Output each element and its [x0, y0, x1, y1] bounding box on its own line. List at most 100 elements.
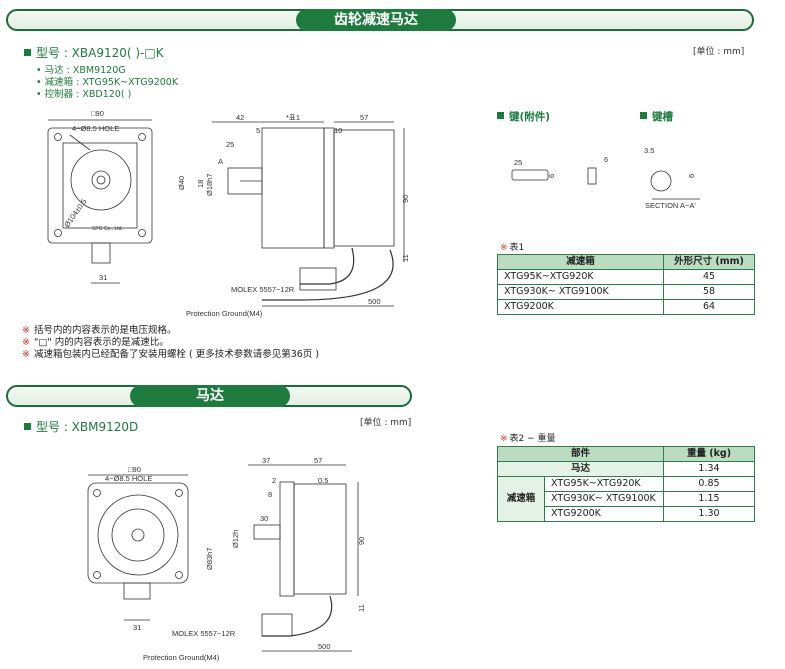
table2-header: 重量 (kg) [663, 446, 755, 462]
bullet-square [24, 49, 31, 56]
molex-connector [299, 267, 337, 291]
keyslot-dim-35: 3.5 [644, 146, 654, 155]
keyslot-circle [650, 170, 672, 192]
brand-label: SPG Co., Ltd. [92, 226, 123, 232]
dim-hole: 4−Ø8.5 HOLE [72, 124, 119, 133]
dim2-sq: □90 [128, 465, 141, 474]
bullet-square [24, 423, 31, 430]
dim-sq: □90 [91, 109, 104, 118]
keyslot-dim-6: 6 [687, 174, 696, 178]
pg2-label: Protection Ground(M4) [143, 653, 220, 662]
key-dim-6b: 6 [604, 155, 608, 164]
note-item: ※括号内的内容表示的是电压规格。 [22, 325, 177, 336]
front-circle [70, 149, 132, 211]
section-banner-gearmotor: 齿轮减速马达 [6, 9, 754, 31]
dim-18: 18 [196, 180, 205, 188]
motor-connector-bottom [123, 582, 151, 600]
dim2-83: Ø83h7 [205, 547, 214, 570]
dim-500: 500 [368, 297, 381, 306]
model-label: 型号 : XBA9120( )-□K [24, 44, 164, 61]
part-controller: • 控制器 : XBD120( ) [36, 89, 132, 100]
key-heading: 键(附件) [497, 109, 550, 124]
section-label: SECTION A−A' [645, 201, 696, 210]
molex-label: MOLEX 5557−12R [231, 285, 295, 294]
motor-side-shaft [253, 524, 281, 540]
front-shaft [91, 170, 111, 190]
dim2-05: 0.5 [318, 476, 328, 485]
section-title: 马达 [130, 385, 290, 407]
dim2-12: Ø12h [231, 530, 240, 548]
note-item: ※减速箱包装内已经配备了安装用螺栓 ( 更多技术参数请参见第36页 ) [22, 349, 320, 360]
front-body [62, 142, 138, 229]
motor-side-flange [279, 481, 295, 597]
mount-hole [175, 571, 183, 579]
dim2-90: 90 [357, 537, 366, 545]
notes-list: ※括号内的内容表示的是电压规格。 ※"□" 内的内容表示的是减速比。 ※减速箱包… [22, 325, 319, 361]
dim-40: Ø40 [177, 176, 186, 190]
dim-57: 57 [360, 113, 368, 122]
dim2-57: 57 [314, 456, 322, 465]
mount-hole [138, 133, 146, 141]
connector-bottom [91, 242, 111, 264]
dim2-37: 37 [262, 456, 270, 465]
pg-label: Protection Ground(M4) [186, 309, 263, 318]
section-title: 齿轮减速马达 [296, 9, 456, 31]
dim2-2: 2 [272, 476, 276, 485]
dim-shaft: Ø18h7 [205, 173, 214, 196]
table1-header: 外形尺寸 (mm) [663, 254, 755, 270]
dim-star: *표1 [286, 113, 300, 122]
key-dim-6a: 6 [547, 174, 556, 178]
note-item: ※"□" 内的内容表示的是减速比。 [22, 337, 169, 348]
mount-hole [138, 229, 146, 237]
motor-front-circle [97, 494, 179, 576]
table1-header: 减速箱 [497, 254, 664, 270]
motor-side-body [293, 483, 347, 595]
dim-pcd: Ø104±0.5 [62, 197, 88, 229]
table2-header: 部件 [497, 446, 664, 462]
cable [300, 247, 355, 285]
key-end [587, 167, 597, 185]
dim-10: 10 [334, 126, 342, 135]
side-motor-body [333, 129, 395, 247]
cable [262, 249, 394, 301]
table1-caption: ※表1 [500, 243, 525, 253]
dim-a: A [218, 157, 223, 166]
parts-list: • 马达 : XBM9120G • 减速箱 : XTG95K~XTG9200K … [36, 65, 178, 101]
dim2-11: 11 [357, 604, 366, 612]
table-row: 马达 1.34 [497, 461, 755, 477]
part-gearbox: • 减速箱 : XTG95K~XTG9200K [36, 77, 179, 88]
unit-label: [单位 : mm] [693, 47, 745, 57]
mount-hole [175, 489, 183, 497]
dim2-500: 500 [318, 642, 331, 651]
side-shaft [227, 167, 263, 195]
motor-cable [262, 595, 333, 637]
front-flange [47, 127, 153, 244]
motor-front-shaft [131, 528, 145, 542]
dim-42: 42 [236, 113, 244, 122]
dim2-30: 30 [260, 514, 268, 523]
mount-hole [54, 229, 62, 237]
dim2-31: 31 [133, 623, 141, 632]
dim-11: 11 [401, 254, 410, 262]
mount-hole [93, 489, 101, 497]
table2-caption: ※表2 − 重量 [500, 434, 556, 444]
mount-hole [93, 571, 101, 579]
motor-model-label: 型号 : XBM9120D [24, 418, 138, 435]
part-motor: • 马达 : XBM9120G [36, 65, 126, 76]
key-dim-25: 25 [514, 158, 522, 167]
dim-25: 25 [226, 140, 234, 149]
mount-hole [54, 133, 62, 141]
dim2-hole: 4−Ø8.5 HOLE [105, 474, 152, 483]
side-motor [323, 127, 335, 249]
side-gearbox [261, 127, 325, 249]
motor-unit-label: [单位 : mm] [360, 418, 412, 428]
dim-31: 31 [99, 273, 107, 282]
dim2-8: 8 [268, 490, 272, 499]
